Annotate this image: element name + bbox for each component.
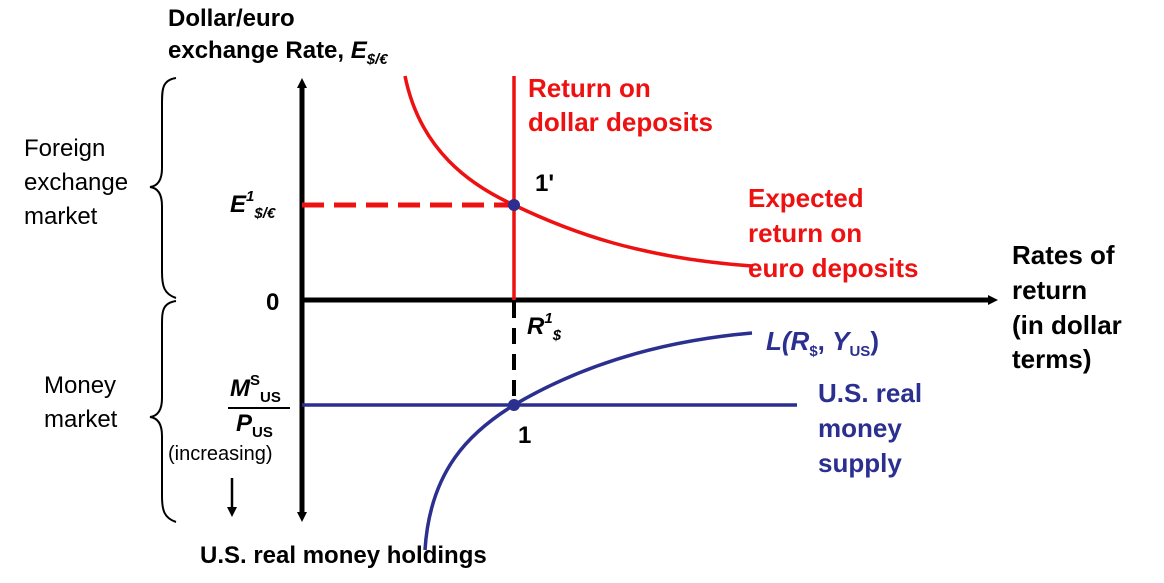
r-symbol: R (527, 313, 545, 340)
e-subscript: $/€ (254, 205, 276, 222)
euro-deposit-return-curve (403, 75, 753, 268)
money-supply-numerator: MSUS (230, 372, 281, 407)
md-close: ) (870, 326, 879, 356)
y-axis-symbol-sub: $/€ (366, 51, 388, 68)
x-axis-title-line4: terms) (1012, 344, 1092, 374)
fx-equilibrium-point (508, 199, 520, 211)
money-supply-label-line1: U.S. real (818, 378, 923, 408)
md-comma: , (817, 326, 833, 356)
dollar-return-label-line1: Return on (528, 73, 651, 103)
y-axis-title-line1: Dollar/euro (168, 5, 295, 32)
y-axis-symbol: E (350, 37, 367, 64)
origin-label: 0 (266, 289, 280, 316)
m-subscript: US (260, 389, 281, 406)
fx-section-line1: Foreign (24, 135, 106, 162)
fx-section-line3: market (24, 203, 98, 230)
interest-rate-tick-label: R1$ (527, 310, 561, 345)
mm-section-line1: Money (44, 372, 117, 399)
euro-return-label-line1: Expected (748, 183, 864, 213)
y-axis-title-line2: exchange Rate, E$/€ (168, 37, 388, 69)
price-level-denominator: PUS (236, 410, 273, 442)
euro-return-label-line3: euro deposits (748, 253, 919, 283)
money-demand-label: L(R$, YUS) (766, 326, 879, 361)
bottom-axis-label: U.S. real money holdings (200, 542, 487, 569)
p-symbol: P (236, 410, 253, 437)
e-symbol: E (230, 191, 247, 218)
x-axis-title-line1: Rates of (1012, 240, 1115, 270)
y-axis-title-text: exchange Rate, (168, 37, 351, 64)
money-demand-curve (423, 331, 753, 551)
curly-brace-icon (149, 300, 177, 523)
money-supply-label-line3: supply (818, 448, 902, 478)
md-r: R (790, 326, 810, 356)
money-supply-label-line2: money (818, 413, 902, 443)
increasing-label: (increasing) (168, 443, 273, 465)
dollar-return-label-line2: dollar deposits (528, 107, 713, 137)
md-r-sub: $ (809, 343, 818, 360)
md-l: L( (766, 326, 791, 356)
m-superscript: S (250, 372, 261, 389)
fx-equilibrium-label: 1' (535, 170, 555, 197)
m-symbol: M (230, 375, 250, 402)
e-superscript: 1 (246, 188, 255, 205)
fx-section-line2: exchange (24, 169, 129, 196)
mm-equilibrium-point (508, 399, 520, 411)
md-y: Y (832, 326, 850, 356)
exchange-rate-tick-label: E1$/€ (230, 188, 275, 223)
x-axis-title-line3: (in dollar (1012, 310, 1122, 340)
r-subscript: $ (552, 327, 562, 344)
r-superscript: 1 (544, 310, 553, 327)
md-y-sub: US (849, 343, 871, 360)
mm-equilibrium-label: 1 (518, 422, 532, 449)
p-subscript: US (252, 424, 273, 441)
euro-return-label-line2: return on (748, 218, 863, 248)
curly-brace-icon (149, 77, 177, 299)
mm-section-line2: market (44, 406, 118, 433)
x-axis-title-line2: return (1012, 275, 1088, 305)
